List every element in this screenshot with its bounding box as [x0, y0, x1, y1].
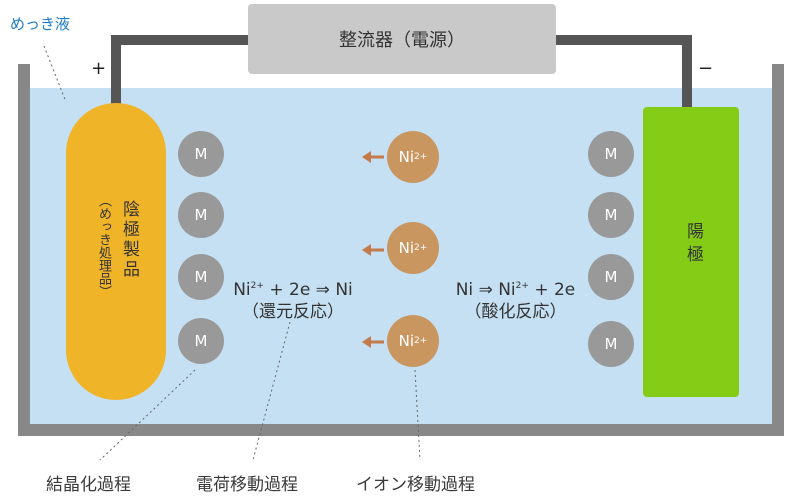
metal-atom-label: M	[194, 332, 208, 350]
tank	[18, 64, 784, 436]
crystallization-label: 結晶化過程	[46, 475, 131, 495]
metal-atom-label: M	[604, 335, 618, 353]
cathode-sublabel: （めっき処理品）	[96, 194, 111, 298]
minus-sign: −	[698, 58, 714, 79]
oxidation-name: （酸化反応）	[464, 302, 567, 322]
plus-sign: +	[91, 58, 107, 79]
metal-atom-label: M	[194, 145, 208, 163]
reduction-equation: Ni2+ + 2e ⇒ Ni （還元反応）	[228, 279, 358, 323]
reduction-name: （還元反応）	[242, 302, 344, 322]
metal-atom-label: M	[194, 268, 208, 286]
arrow-head	[362, 244, 371, 256]
metal-atom	[588, 321, 634, 367]
ni-ion	[387, 131, 439, 183]
metal-atom	[178, 131, 224, 177]
arrow-head	[362, 336, 371, 348]
metal-atom-label: M	[194, 206, 208, 224]
ni-ion	[387, 315, 439, 367]
ion-migration-label: イオン移動過程	[356, 475, 475, 495]
metal-atom-label: M	[604, 268, 618, 286]
anode	[643, 107, 739, 397]
rectifier-box	[248, 4, 556, 74]
metal-atom	[588, 131, 634, 177]
arrow-head	[362, 151, 371, 163]
cathode-product	[66, 103, 166, 400]
solution-label: めっき液	[10, 15, 71, 33]
leader-line-crystallization	[99, 369, 196, 461]
metal-atom	[178, 254, 224, 300]
leader-line-solution	[43, 45, 67, 103]
metal-atom	[588, 254, 634, 300]
leader-line-charge-transfer	[252, 321, 291, 461]
cathode-label: 陰極製品	[119, 200, 139, 280]
positive-wire	[111, 35, 250, 108]
anode-label: 陽極	[683, 222, 703, 268]
metal-atom	[588, 192, 634, 238]
metal-atom-label: M	[604, 206, 618, 224]
charge-transfer-label: 電荷移動過程	[196, 475, 298, 495]
ni-ion	[387, 222, 439, 274]
metal-atom	[178, 192, 224, 238]
metal-atom	[178, 318, 224, 364]
metal-atom-label: M	[604, 145, 618, 163]
leader-line-ion-migration	[414, 369, 421, 461]
oxidation-equation: Ni ⇒ Ni2+ + 2e （酸化反応）	[448, 279, 583, 323]
negative-wire	[554, 35, 692, 108]
rectifier-label: 整流器（電源）	[339, 30, 465, 51]
